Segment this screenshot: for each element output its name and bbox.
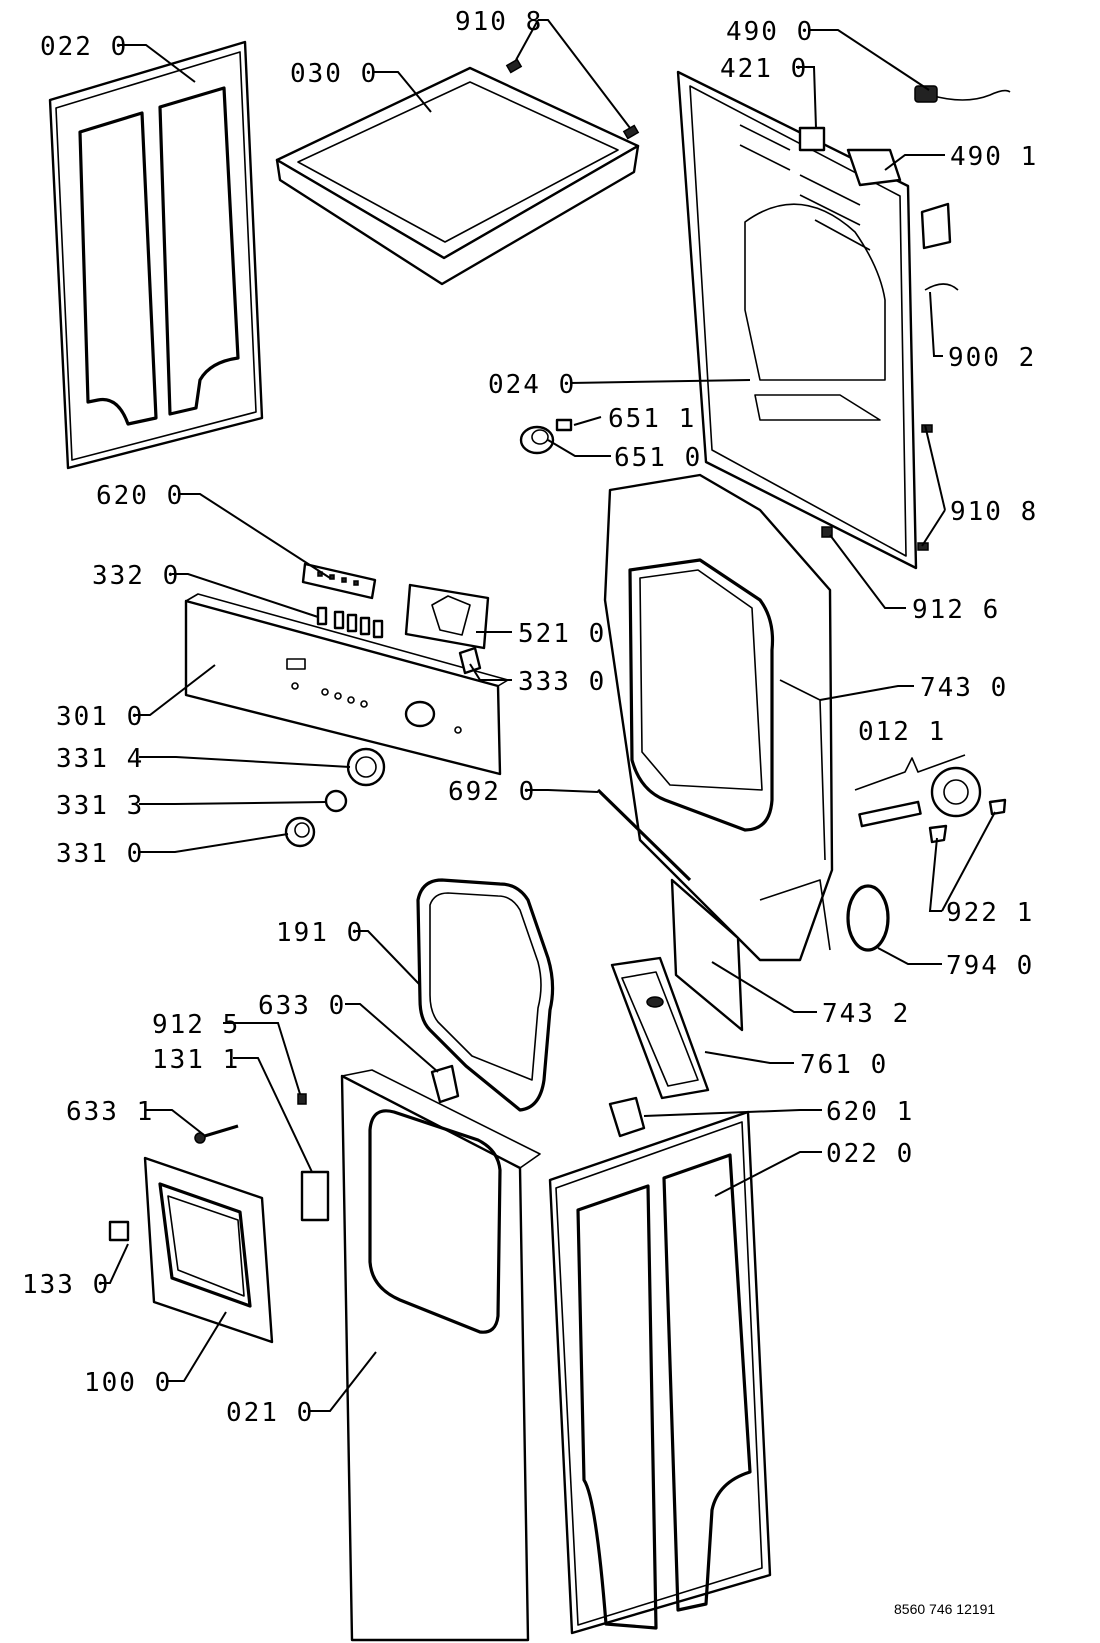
cord-connector xyxy=(846,148,902,187)
switch-333 xyxy=(458,646,482,675)
door-hinge xyxy=(430,1064,460,1104)
label-333-0: 333 0 xyxy=(518,667,606,697)
lint-filter xyxy=(610,956,710,1100)
label-912-6: 912 6 xyxy=(912,595,1000,625)
label-012-1: 012 1 xyxy=(858,717,946,747)
label-910-8-top: 910 8 xyxy=(455,7,543,37)
label-620-0: 620 0 xyxy=(96,481,184,511)
label-743-2: 743 2 xyxy=(822,999,910,1029)
label-633-0: 633 0 xyxy=(258,991,346,1021)
label-743-0: 743 0 xyxy=(920,673,1008,703)
filter-block xyxy=(798,126,826,152)
indicator-board xyxy=(301,562,377,600)
label-022-0-top: 022 0 xyxy=(40,32,128,62)
door-frame xyxy=(143,1156,274,1344)
label-030-0: 030 0 xyxy=(290,59,378,89)
label-651-0: 651 0 xyxy=(614,443,702,473)
label-331-4: 331 4 xyxy=(56,744,144,774)
bearing-set xyxy=(519,418,573,455)
label-490-0: 490 0 xyxy=(726,17,814,47)
label-021-0: 021 0 xyxy=(226,1398,314,1428)
label-022-0-bottom: 022 0 xyxy=(826,1139,914,1169)
label-100-0: 100 0 xyxy=(84,1368,172,1398)
button-row xyxy=(316,606,384,639)
part-labels: 022 0 030 0 910 8 490 0 421 0 490 1 900 … xyxy=(22,7,1038,1617)
side-panel-right xyxy=(548,1110,772,1635)
cable-clip xyxy=(924,283,959,291)
side-panel-left xyxy=(48,40,264,470)
label-794-0: 794 0 xyxy=(946,951,1034,981)
label-692-0: 692 0 xyxy=(448,777,536,807)
leader-lines xyxy=(100,19,996,1412)
screw-912-6 xyxy=(821,526,833,538)
label-922-1: 922 1 xyxy=(946,898,1034,928)
document-number: 8560 746 12191 xyxy=(894,1601,995,1617)
label-910-8-right: 910 8 xyxy=(950,497,1038,527)
label-331-3: 331 3 xyxy=(56,791,144,821)
screw-912-5 xyxy=(297,1093,307,1105)
power-cord xyxy=(914,85,1011,103)
drive-belt xyxy=(846,884,890,952)
label-131-1: 131 1 xyxy=(152,1045,240,1075)
label-490-1: 490 1 xyxy=(950,142,1038,172)
door-seal xyxy=(416,878,555,1112)
label-421-0: 421 0 xyxy=(720,54,808,84)
support-rod xyxy=(596,788,692,882)
label-332-0: 332 0 xyxy=(92,561,180,591)
door-clip xyxy=(108,1220,130,1242)
door-latch xyxy=(300,1170,330,1222)
electronic-module xyxy=(404,583,490,650)
label-024-0: 024 0 xyxy=(488,370,576,400)
door-switch xyxy=(608,1096,646,1138)
label-331-0: 331 0 xyxy=(56,839,144,869)
label-761-0: 761 0 xyxy=(800,1050,888,1080)
screw-top xyxy=(505,58,640,140)
seal-plate xyxy=(670,878,744,1032)
motor-assembly xyxy=(854,754,1007,844)
knob-set xyxy=(284,747,386,848)
front-panel xyxy=(340,1069,541,1642)
drum-housing xyxy=(603,473,834,962)
label-191-0: 191 0 xyxy=(276,918,364,948)
label-301-0: 301 0 xyxy=(56,702,144,732)
label-633-1: 633 1 xyxy=(66,1097,154,1127)
label-912-5: 912 5 xyxy=(152,1010,240,1040)
label-620-1: 620 1 xyxy=(826,1097,914,1127)
rear-panel xyxy=(676,70,918,570)
cover-plate xyxy=(920,202,952,250)
label-133-0: 133 0 xyxy=(22,1270,110,1300)
label-651-1: 651 1 xyxy=(608,404,696,434)
label-900-2: 900 2 xyxy=(948,343,1036,373)
label-521-0: 521 0 xyxy=(518,619,606,649)
top-cover xyxy=(275,66,640,286)
